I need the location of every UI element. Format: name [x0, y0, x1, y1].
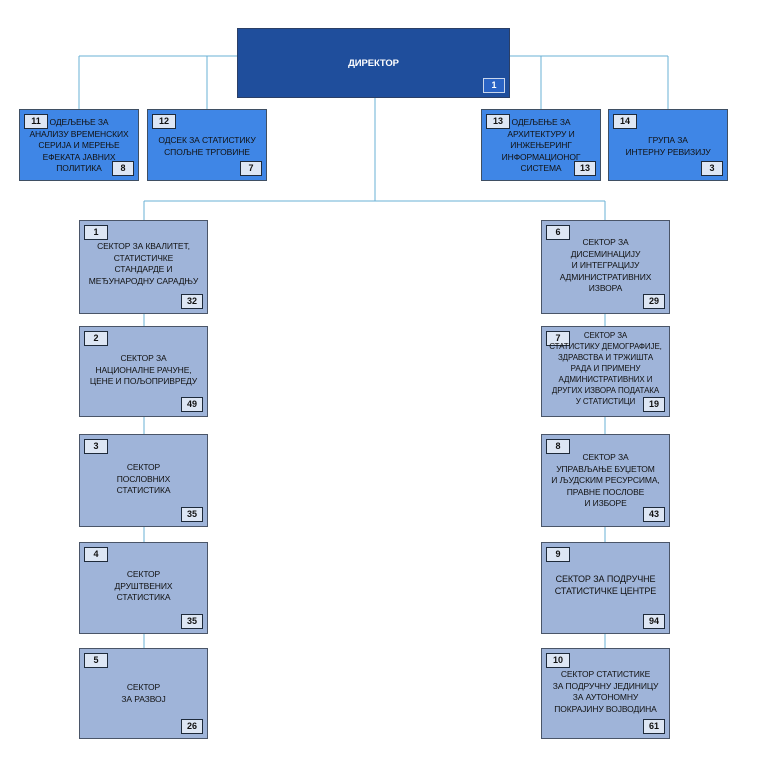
sector-code: 4 [84, 547, 108, 562]
unit-name: ОДСЕК ЗА СТАТИСТИКУ СПОЉНЕ ТРГОВИНЕ [158, 135, 256, 157]
director-title: ДИРЕКТОР [348, 58, 399, 69]
sector-staff: 19 [643, 397, 665, 412]
sector-code: 8 [546, 439, 570, 454]
sector-staff: 35 [181, 614, 203, 629]
sector-box-9: 9 СЕКТОР ЗА ПОДРУЧНЕ СТАТИСТИЧКЕ ЦЕНТРЕ … [541, 542, 670, 634]
sector-box-3: 3 СЕКТОР ПОСЛОВНИХ СТАТИСТИКА 35 [79, 434, 208, 527]
sector-name: СЕКТОР ЗА УПРАВЉАЊЕ БУЏЕТОМ И ЉУДСКИМ РЕ… [551, 452, 660, 508]
sector-staff: 26 [181, 719, 203, 734]
sector-staff: 35 [181, 507, 203, 522]
unit-box-11: 11 ОДЕЉЕЊЕ ЗА АНАЛИЗУ ВРЕМЕНСКИХ СЕРИЈА … [19, 109, 139, 181]
sector-name: СЕКТОР ДРУШТВЕНИХ СТАТИСТИКА [114, 569, 173, 602]
sector-name: СЕКТОР ЗА ПОДРУЧНЕ СТАТИСТИЧКЕ ЦЕНТРЕ [554, 574, 657, 596]
sector-box-4: 4 СЕКТОР ДРУШТВЕНИХ СТАТИСТИКА 35 [79, 542, 208, 634]
sector-name: СЕКТОР ЗА КВАЛИТЕТ, СТАТИСТИЧКЕ СТАНДАРД… [88, 241, 199, 286]
sector-staff: 29 [643, 294, 665, 309]
unit-name: ОДЕЉЕЊЕ ЗА АНАЛИЗУ ВРЕМЕНСКИХ СЕРИЈА И М… [29, 117, 129, 173]
sector-box-10: 10 СЕКТОР СТАТИСТИКЕ ЗА ПОДРУЧНУ ЈЕДИНИЦ… [541, 648, 670, 739]
sector-box-8: 8 СЕКТОР ЗА УПРАВЉАЊЕ БУЏЕТОМ И ЉУДСКИМ … [541, 434, 670, 527]
sector-name: СЕКТОР ПОСЛОВНИХ СТАТИСТИКА [116, 462, 171, 495]
sector-name: СЕКТОР ЗА РАЗВОЈ [121, 682, 166, 704]
sector-box-5: 5 СЕКТОР ЗА РАЗВОЈ 26 [79, 648, 208, 739]
unit-code: 12 [152, 114, 176, 129]
unit-code: 14 [613, 114, 637, 129]
sector-box-2: 2 СЕКТОР ЗА НАЦИОНАЛНЕ РАЧУНЕ, ЦЕНЕ И ПО… [79, 326, 208, 417]
sector-staff: 32 [181, 294, 203, 309]
director-box: ДИРЕКТОР 1 [237, 28, 510, 98]
unit-box-13: 13 ОДЕЉЕЊЕ ЗА АРХИТЕКТУРУ И ИНЖЕЊЕРИНГ И… [481, 109, 601, 181]
sector-code: 1 [84, 225, 108, 240]
sector-name: СЕКТОР ЗА НАЦИОНАЛНЕ РАЧУНЕ, ЦЕНЕ И ПОЉО… [89, 353, 198, 386]
unit-code: 13 [486, 114, 510, 129]
unit-box-12: 12 ОДСЕК ЗА СТАТИСТИКУ СПОЉНЕ ТРГОВИНЕ 7 [147, 109, 267, 181]
unit-staff: 3 [701, 161, 723, 176]
unit-box-14: 14 ГРУПА ЗА ИНТЕРНУ РЕВИЗИЈУ 3 [608, 109, 728, 181]
unit-name: ОДЕЉЕЊЕ ЗА АРХИТЕКТУРУ И ИНЖЕЊЕРИНГ ИНФО… [501, 117, 581, 173]
sector-code: 10 [546, 653, 570, 668]
sector-staff: 61 [643, 719, 665, 734]
unit-staff: 13 [574, 161, 596, 176]
sector-code: 7 [546, 331, 570, 346]
unit-code: 11 [24, 114, 48, 129]
unit-name: ГРУПА ЗА ИНТЕРНУ РЕВИЗИЈУ [625, 135, 711, 157]
director-number: 1 [483, 78, 505, 93]
unit-staff: 8 [112, 161, 134, 176]
sector-box-6: 6 СЕКТОР ЗА ДИСЕМИНАЦИЈУ И ИНТЕГРАЦИЈУ А… [541, 220, 670, 314]
sector-code: 2 [84, 331, 108, 346]
sector-name: СЕКТОР СТАТИСТИКЕ ЗА ПОДРУЧНУ ЈЕДИНИЦУ З… [552, 669, 659, 714]
sector-staff: 43 [643, 507, 665, 522]
sector-code: 9 [546, 547, 570, 562]
sector-code: 3 [84, 439, 108, 454]
sector-box-7: 7 СЕКТОР ЗА СТАТИСТИКУ ДЕМОГРАФИЈЕ, ЗДРА… [541, 326, 670, 417]
sector-name: СЕКТОР ЗА СТАТИСТИКУ ДЕМОГРАФИЈЕ, ЗДРАВС… [549, 331, 662, 406]
sector-code: 5 [84, 653, 108, 668]
sector-staff: 49 [181, 397, 203, 412]
sector-name: СЕКТОР ЗА ДИСЕМИНАЦИЈУ И ИНТЕГРАЦИЈУ АДМ… [559, 237, 652, 293]
sector-staff: 94 [643, 614, 665, 629]
sector-box-1: 1 СЕКТОР ЗА КВАЛИТЕТ, СТАТИСТИЧКЕ СТАНДА… [79, 220, 208, 314]
unit-staff: 7 [240, 161, 262, 176]
sector-code: 6 [546, 225, 570, 240]
